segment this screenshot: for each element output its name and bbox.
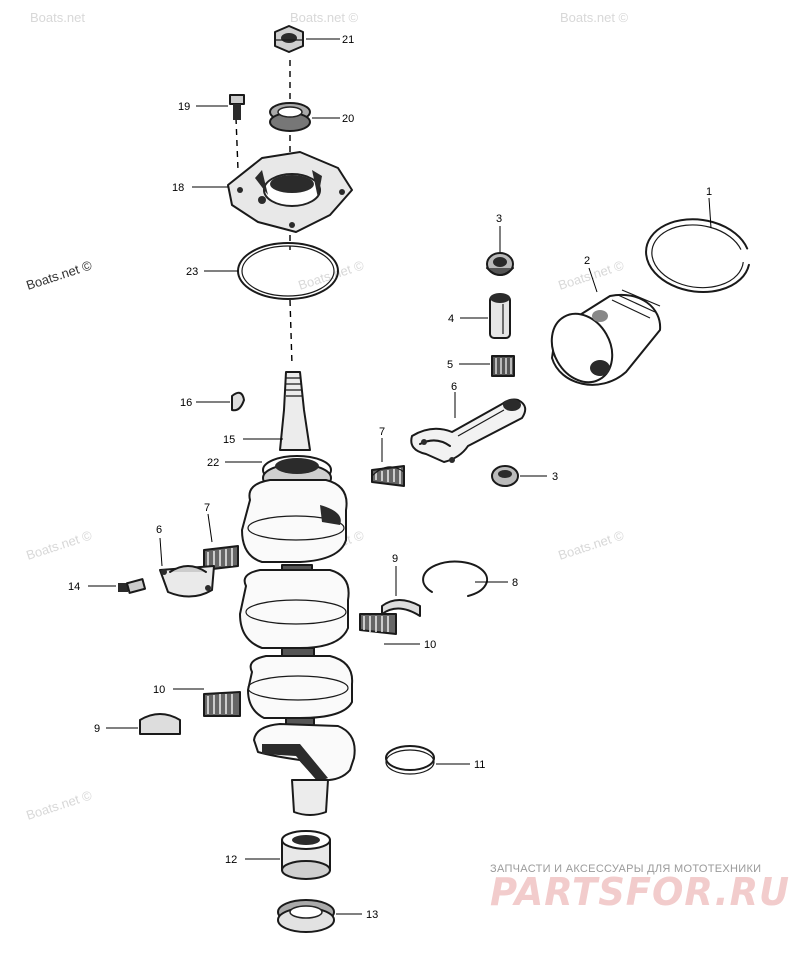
lower-seal-part [277,899,335,933]
callout-5: 5 [447,359,453,371]
callout-12: 12 [225,854,237,866]
bearing-housing-part [227,151,353,233]
leader-line [207,513,213,543]
connecting-rod-part [410,398,527,463]
wrist-pin-part [489,293,511,339]
callout-21: 21 [342,34,354,46]
brand-subtitle: ЗАПЧАСТИ И АКСЕССУАРЫ ДЛЯ МОТОТЕХНИКИ [490,863,761,875]
leader-line [588,267,598,293]
watermark: Boats.net [30,10,85,25]
piston-part [550,289,662,386]
piston-ring-part [645,218,750,293]
callout-16: 16 [180,397,192,409]
seal-ring-part [385,745,435,771]
callout-8: 8 [512,577,518,589]
callout-15: 15 [223,434,235,446]
callout-11: 11 [474,759,485,771]
roller-bearing-part [281,830,331,880]
callout-6: 6 [156,524,162,536]
rod-bolt-part [118,578,147,594]
axis-line [235,117,239,171]
callout-10: 10 [153,684,165,696]
watermark-dark: Boats.net © [24,257,94,292]
callout-7: 7 [379,426,385,438]
callout-1: 1 [706,186,712,198]
pin-retainer-part [491,465,519,487]
crankshaft-part [239,371,356,816]
bearing-shell-part [381,599,421,617]
bolt-part [229,94,245,120]
woodruff-key-part [231,391,245,412]
callout-3: 3 [496,213,502,225]
callout-9: 9 [94,723,100,735]
needle-bearing-part [203,691,241,717]
callout-18: 18 [172,182,184,194]
bearing-cage-part [203,545,239,571]
needle-bearing-part [491,355,515,377]
callout-23: 23 [186,266,198,278]
watermark: Boats.net © [560,10,629,25]
callout-14: 14 [68,581,80,593]
brand-logo: PARTSFOR.RU [490,870,790,914]
callout-20: 20 [342,113,354,125]
pin-retainer-part [486,252,514,276]
nut-part [274,25,304,53]
callout-9: 9 [392,553,398,565]
seal-ring-edge [385,749,435,775]
watermark: Boats.net © [24,527,94,562]
callout-19: 19 [178,101,190,113]
callout-22: 22 [207,457,219,469]
callout-3: 3 [552,471,558,483]
seal-part [269,102,311,132]
o-ring-inner [241,245,335,297]
rod-cap-part [159,565,215,598]
callout-7: 7 [204,502,210,514]
leader-line [159,537,163,567]
leader-line [708,197,712,229]
callout-layer: 21 19 20 18 1 3 2 23 4 5 6 16 7 15 22 3 … [68,34,712,921]
watermark: Boats.net © [290,10,359,25]
axis-line [289,299,293,366]
callout-13: 13 [366,909,378,921]
needle-bearing-part [359,613,397,635]
piston-ring-inner [651,224,744,289]
callout-2: 2 [584,255,590,267]
bearing-cage-part [371,465,405,487]
callout-6: 6 [451,381,457,393]
watermark: Boats.net © [24,787,94,822]
callout-10: 10 [424,639,436,651]
watermark: Boats.net © [556,527,626,562]
retaining-ring-part [422,560,489,597]
bearing-shell-part [139,713,181,735]
callout-4: 4 [448,313,454,325]
